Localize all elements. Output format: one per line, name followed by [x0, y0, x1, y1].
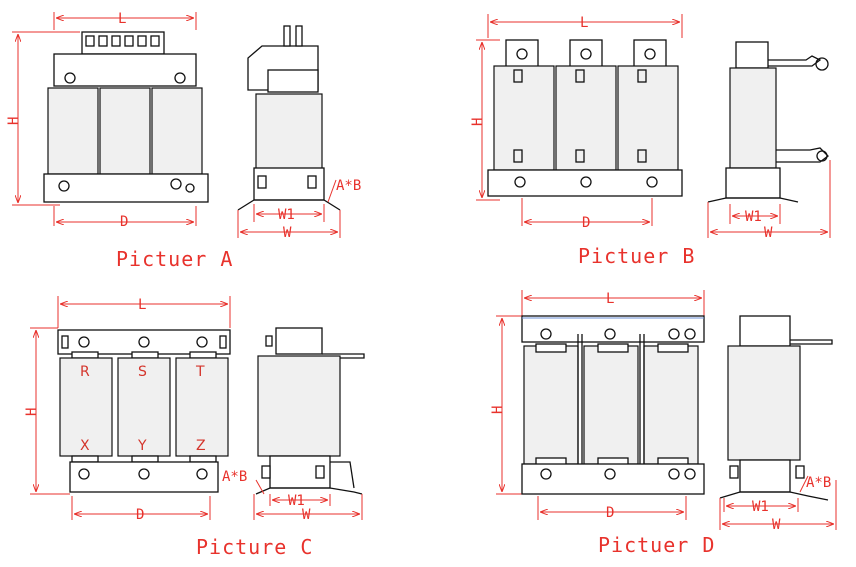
dimension-h-a: H [6, 31, 80, 206]
side-view-c [255, 327, 365, 495]
coil-label-t: T [195, 364, 205, 380]
dimension-l-a: L [53, 11, 197, 30]
caption-picture-c: Picture C [196, 535, 313, 559]
dim-label-l: L [606, 291, 614, 307]
dimension-w1-c: W1 [269, 493, 331, 509]
base-plate-a [43, 173, 209, 203]
top-yoke-c [57, 329, 231, 355]
dimension-h-c: H [24, 327, 70, 495]
coils-c [59, 351, 229, 463]
dim-label-h: H [470, 118, 486, 126]
dimension-w1-b: W1 [729, 204, 781, 225]
top-yoke-a [53, 53, 197, 87]
coil-label-x: X [80, 438, 90, 454]
drawing-d: L H D [490, 290, 837, 557]
dimension-d-c: D [71, 496, 211, 523]
dim-label-d: D [136, 507, 144, 523]
caption-picture-d: Pictuer D [598, 533, 715, 557]
caption-picture-a: Pictuer A [116, 247, 233, 271]
coil-label-z: Z [196, 438, 206, 454]
base-plate-d [521, 463, 705, 495]
coils-b [493, 65, 679, 171]
dim-label-w1: W1 [745, 209, 762, 225]
dim-label-l: L [138, 297, 146, 313]
dimension-ab-d: A*B [799, 475, 831, 493]
dimension-h-d: H [490, 315, 522, 495]
dim-label-w: W [283, 225, 292, 241]
dimension-w-c: W [253, 494, 363, 523]
dimension-w1-a: W1 [253, 204, 325, 223]
dimension-d-a: D [53, 206, 197, 230]
coil-label-s: S [138, 364, 147, 380]
drawing-c: L H R S T X Y Z D [24, 296, 365, 559]
side-view-a [237, 25, 341, 211]
terminal-lugs-b [505, 39, 667, 69]
dim-label-w: W [772, 517, 781, 533]
drawing-b: L H D [470, 14, 831, 268]
dimension-h-b: H [470, 39, 500, 201]
dimension-w-b: W [707, 160, 831, 241]
coil-label-y: Y [137, 438, 147, 454]
dim-label-l: L [118, 11, 126, 27]
coils-a [47, 87, 203, 175]
dimension-w-d: W [719, 480, 837, 533]
dim-label-ab: A*B [336, 178, 361, 194]
drawing-a: L H D [6, 11, 361, 271]
dimension-l-c: L [57, 296, 231, 328]
side-view-d [719, 315, 833, 501]
side-view-b [707, 41, 829, 203]
terminal-block-a [81, 31, 165, 55]
dim-label-ab: A*B [806, 475, 831, 491]
coils-d [523, 334, 699, 480]
dimension-w1-d: W1 [723, 498, 799, 515]
dim-label-ab: A*B [222, 469, 247, 485]
dim-label-w1: W1 [752, 499, 769, 515]
dim-label-h: H [490, 406, 506, 414]
dim-label-h: H [24, 408, 40, 416]
dimension-d-d: D [537, 496, 687, 521]
dim-label-w1: W1 [278, 207, 295, 223]
dimension-l-b: L [487, 14, 683, 38]
coil-label-r: R [80, 364, 90, 380]
caption-picture-b: Pictuer B [578, 244, 695, 268]
base-plate-c [69, 461, 219, 493]
dim-label-d: D [606, 505, 614, 521]
dim-label-w: W [764, 225, 773, 241]
dimension-l-d: L [521, 290, 705, 316]
dimension-ab-c: A*B [222, 469, 265, 495]
dim-label-d: D [582, 215, 590, 231]
dim-label-l: L [580, 15, 588, 31]
base-plate-b [487, 169, 683, 197]
dimension-ab-a: A*B [327, 178, 361, 203]
dimension-w-a: W [237, 210, 341, 241]
dim-label-w: W [302, 507, 311, 523]
dim-label-d: D [120, 214, 128, 230]
dimension-d-b: D [521, 198, 653, 231]
dim-label-w1: W1 [288, 493, 305, 509]
dim-label-h: H [6, 117, 22, 125]
